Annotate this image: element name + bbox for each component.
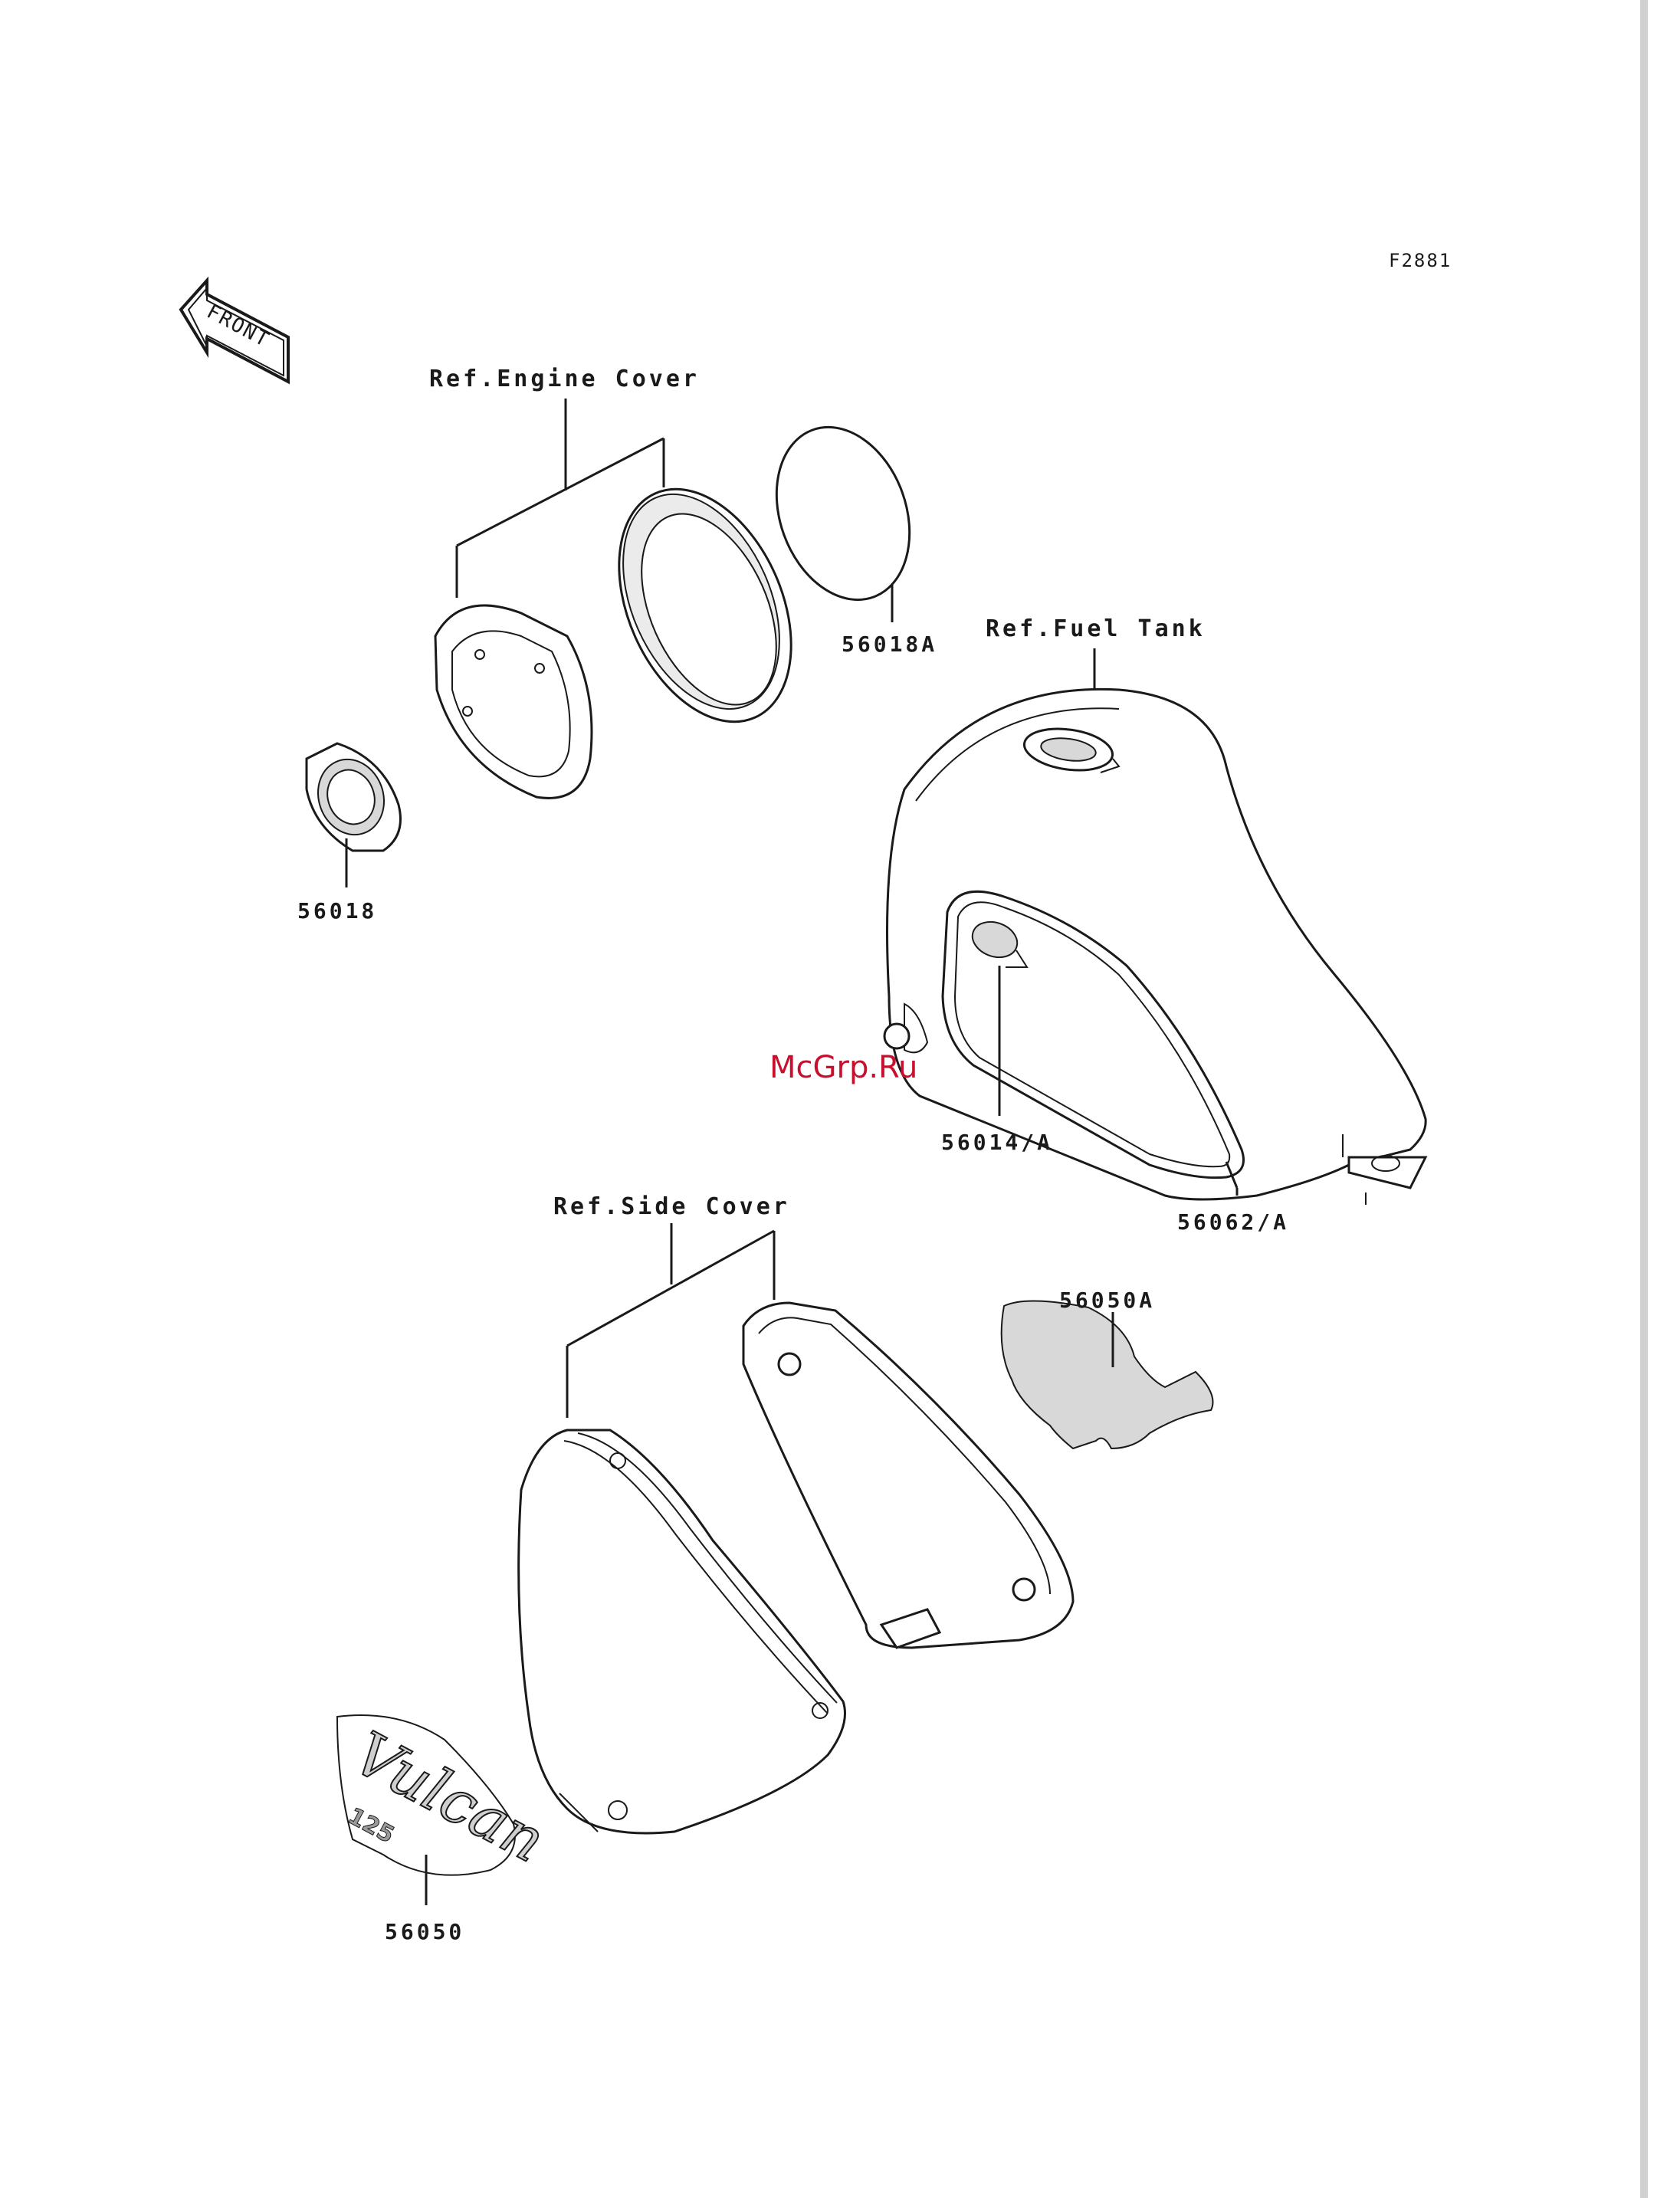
callout-56018: 56018 — [297, 898, 377, 923]
fuel-tank — [884, 689, 1426, 1205]
decal-56050a — [1002, 1301, 1213, 1448]
figure-code: F2881 — [1389, 250, 1452, 271]
cap-56018 — [307, 743, 401, 851]
callout-56050a: 56050A — [1059, 1288, 1155, 1313]
side-cover-front — [519, 1430, 845, 1833]
callout-fuel-tank: Ref.Fuel Tank — [986, 615, 1206, 642]
callout-56050: 56050 — [385, 1919, 464, 1944]
watermark: McGrp.Ru — [769, 1050, 917, 1085]
callout-engine-cover: Ref.Engine Cover — [429, 366, 700, 392]
front-arrow-icon: FRONT — [181, 280, 288, 382]
emblem-56050: Vulcan 125 — [337, 1715, 556, 1876]
callout-56014a: 56014/A — [941, 1130, 1053, 1155]
callout-56062a: 56062/A — [1177, 1209, 1289, 1235]
page-edge — [1640, 0, 1648, 2198]
callout-side-cover: Ref.Side Cover — [553, 1193, 790, 1220]
callout-56018a: 56018A — [842, 632, 937, 657]
engine-cover-plate — [435, 605, 592, 798]
